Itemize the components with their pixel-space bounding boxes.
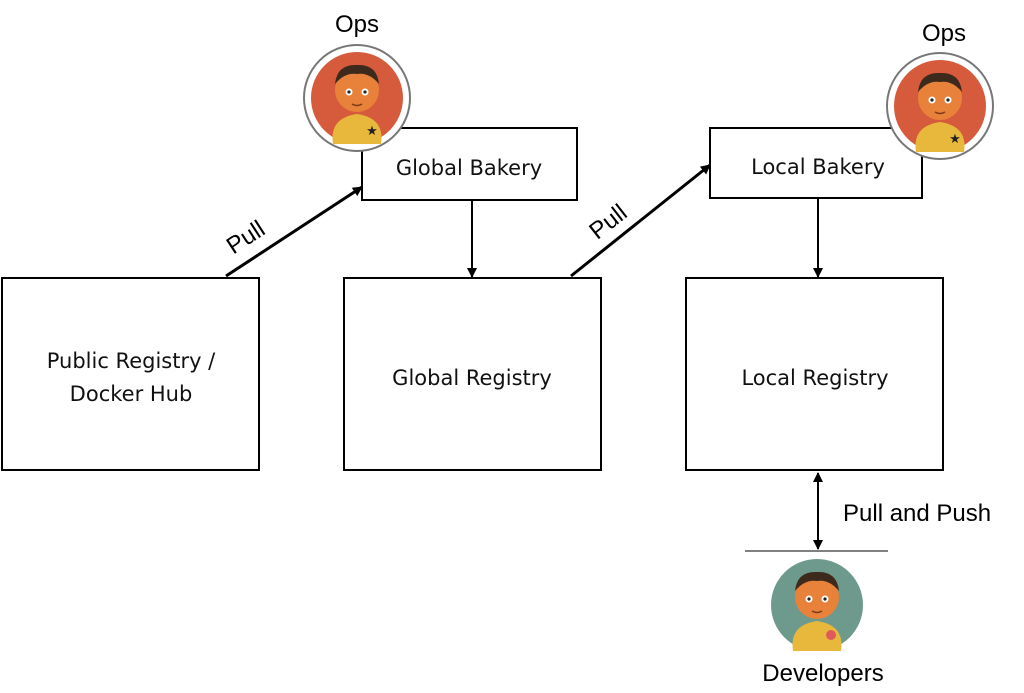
svg-text:★: ★ (366, 124, 378, 139)
arrow-public-to-global-bakery (225, 185, 363, 278)
local-bakery-box: Local Bakery (709, 127, 923, 199)
svg-text:★: ★ (949, 132, 961, 147)
local-registry-label: Local Registry (741, 366, 888, 390)
global-registry-label: Global Registry (392, 366, 552, 390)
pull-label-2: Pull (584, 199, 632, 245)
developers-label: Developers (762, 660, 883, 687)
developers-avatar-icon (771, 559, 863, 651)
local-registry-box: Local Registry (685, 277, 944, 471)
global-bakery-label: Global Bakery (396, 156, 542, 180)
ops-global-label: Ops (335, 11, 379, 38)
pull-and-push-label: Pull and Push (843, 500, 991, 527)
local-bakery-label: Local Bakery (751, 155, 885, 179)
ops-global-avatar-icon: ★ (303, 44, 411, 152)
ops-local-avatar-icon: ★ (886, 52, 994, 160)
public-registry-box: Public Registry / Docker Hub (1, 277, 260, 471)
public-registry-label-line2: Docker Hub (70, 382, 193, 406)
ops-local-label: Ops (922, 20, 966, 47)
arrow-global-registry-to-local-bakery (570, 163, 711, 278)
global-registry-box: Global Registry (343, 277, 602, 471)
public-registry-label-line1: Public Registry / (47, 349, 216, 373)
global-bakery-box: Global Bakery (361, 127, 578, 201)
